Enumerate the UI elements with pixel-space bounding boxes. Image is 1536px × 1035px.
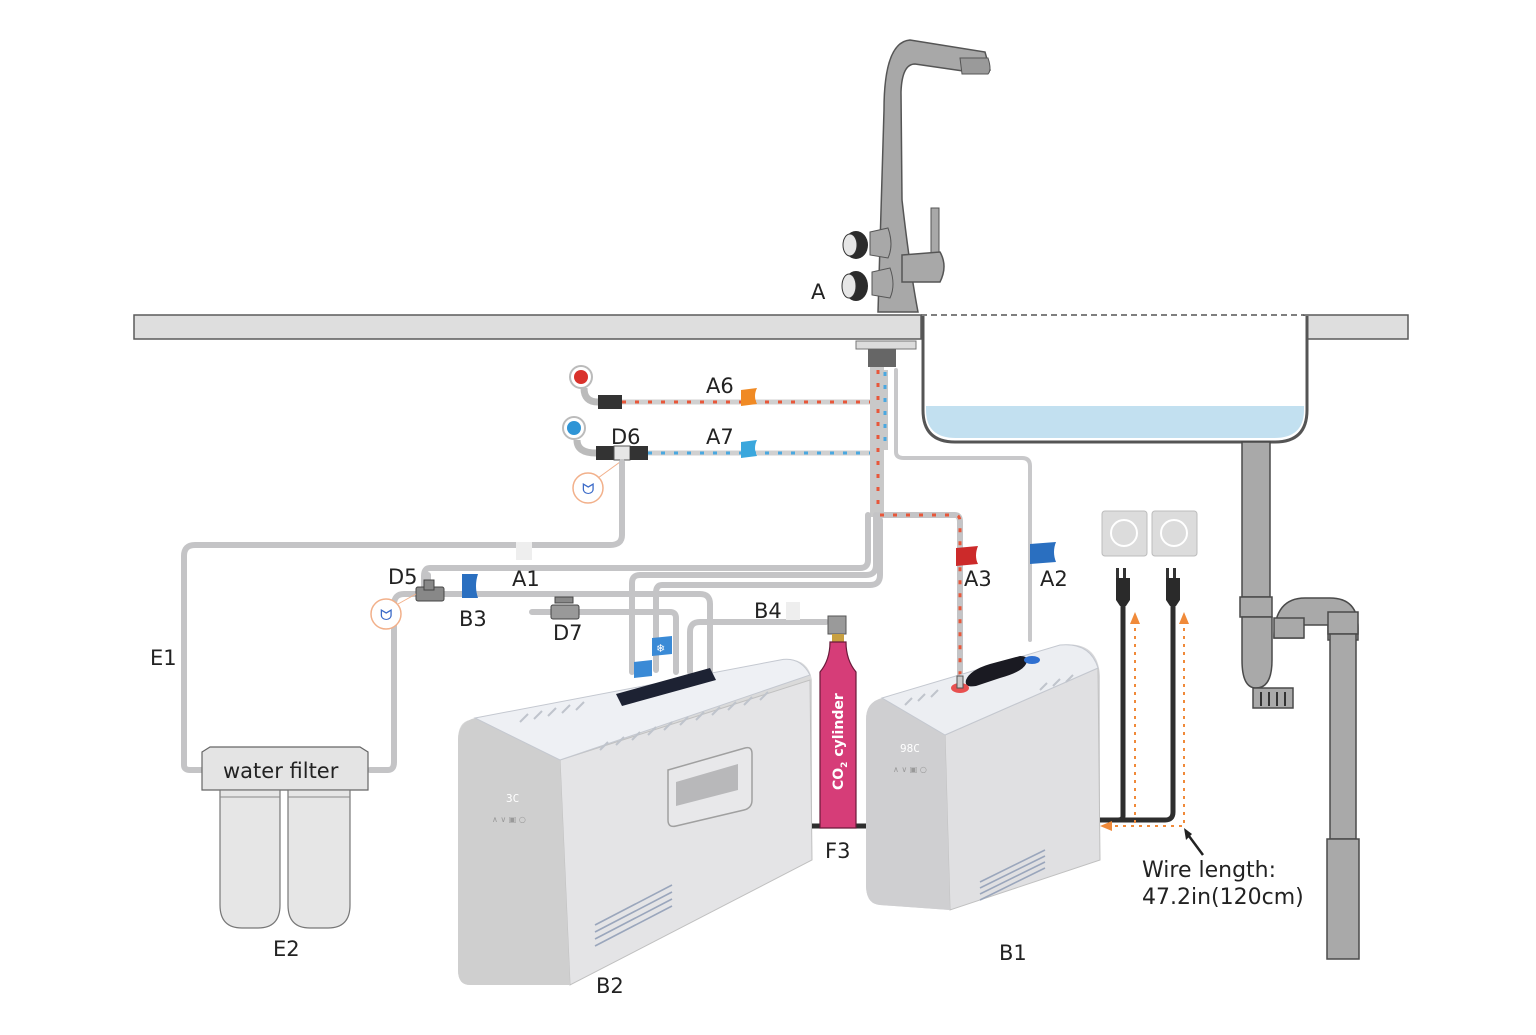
tag-a3 [956, 546, 978, 566]
b2-display: 3C [506, 792, 519, 805]
sink-basin [921, 316, 1309, 444]
tube-b4 [687, 619, 829, 675]
sink-water [926, 406, 1304, 438]
tag-b2-port-1 [634, 660, 652, 678]
b2-control-buttons: ∧ ∨ ▣ ○ [492, 815, 526, 824]
tag-a7 [741, 440, 757, 458]
hose-clip-icon: ᗢ [380, 606, 392, 624]
label-b3: B3 [459, 607, 487, 631]
unit-b2: 3C ∧ ∨ ▣ ○ [458, 658, 813, 986]
wire-length-indicator [1100, 612, 1205, 856]
label-b2: B2 [596, 974, 624, 998]
label-a3: A3 [964, 567, 992, 591]
red-dot-valve-icon [574, 370, 588, 384]
co2-cylinder-label: CO2 cylinder [831, 693, 850, 790]
tube-bundle [421, 367, 1032, 681]
hose-clip-d5: ᗢ [370, 593, 417, 630]
label-a1: A1 [512, 567, 540, 591]
label-f3: F3 [825, 839, 850, 863]
power-plug-1 [1116, 568, 1130, 606]
co2-cylinder: CO2 cylinder [812, 615, 868, 829]
hose-clip-d6: ᗢ [572, 461, 621, 504]
drain-trap [1239, 441, 1360, 960]
hose-a7-cold [562, 416, 870, 461]
b1-control-buttons: ∧ ∨ ▣ ○ [893, 765, 927, 774]
label-a6: A6 [706, 374, 734, 398]
hose-a6-hot [569, 365, 870, 409]
tag-a6 [741, 388, 757, 406]
power-socket-icon [1110, 519, 1138, 547]
power-plug-2 [1166, 568, 1180, 606]
label-e1: E1 [150, 646, 177, 670]
power-cable-2 [1120, 606, 1176, 823]
tube-e1 [181, 459, 625, 773]
tag-b2-port-snowflake [652, 636, 672, 656]
power-socket-1 [1101, 510, 1148, 557]
tag-b4 [786, 602, 800, 620]
label-d6: D6 [611, 425, 641, 449]
valve-d7 [529, 596, 679, 675]
power-socket-icon [1160, 519, 1188, 547]
three-way-tap [841, 39, 991, 367]
water-filter-label: water filter [223, 759, 339, 783]
tag-b3 [462, 574, 478, 598]
label-e2: E2 [273, 937, 300, 961]
label-d5: D5 [388, 565, 418, 589]
label-b1: B1 [999, 941, 1027, 965]
water-filter: water filter [201, 746, 369, 929]
countertop [133, 314, 1409, 340]
label-d7: D7 [553, 621, 583, 645]
snowflake-icon: ❄ [656, 643, 665, 655]
tag-a2 [1030, 542, 1056, 564]
tee-d5 [415, 572, 713, 675]
label-a7: A7 [706, 425, 734, 449]
tag-a1 [516, 542, 532, 560]
hose-clip-icon: ᗢ [582, 480, 594, 498]
label-b4: B4 [754, 599, 782, 623]
blue-dot-valve-icon [567, 421, 581, 435]
b1-display: 98C [900, 742, 920, 755]
label-a: A [811, 280, 826, 304]
label-a2: A2 [1040, 567, 1068, 591]
power-socket-2 [1151, 510, 1198, 557]
wire-length-value: 47.2in(120cm) [1142, 885, 1304, 910]
wire-length-label: Wire length: [1142, 858, 1276, 883]
power-cable-1 [1100, 606, 1126, 823]
unit-b1: 98C ∧ ∨ ▣ ○ [866, 644, 1101, 911]
